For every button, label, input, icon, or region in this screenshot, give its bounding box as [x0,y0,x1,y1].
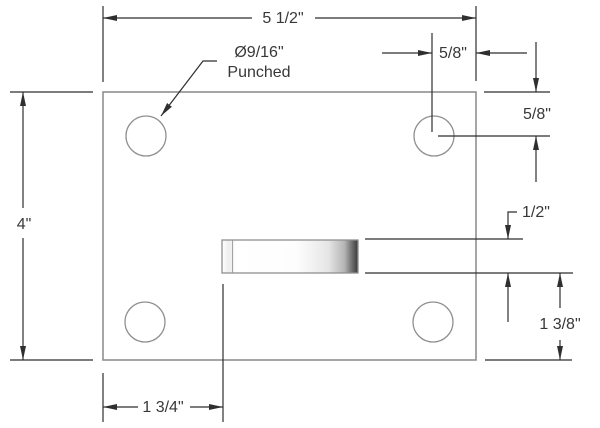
dim-slot-to-bottom: 1 3/8" [485,273,581,361]
hole-callout: Ø9/16" Punched [160,44,291,117]
dim-slot-from-left: 1 3/4" [102,284,224,422]
dim-label-slot-from-left: 1 3/4" [142,399,183,416]
dim-label-hole-offset-right: 5/8" [439,45,467,62]
dim-label-overall-width: 5 1/2" [262,10,303,27]
punched-hole-top-left [125,115,167,157]
dim-label-overall-height: 4" [17,216,32,233]
dim-overall-width: 5 1/2" [102,6,477,82]
dim-label-slot-to-bottom: 1 3/8" [539,316,580,333]
dim-hole-offset-right: 5/8" [382,33,527,132]
part-geometry [102,91,477,361]
dim-label-hole-offset-top: 5/8" [523,106,551,123]
dimension-line-upper [505,211,517,239]
dim-overall-height: 4" [10,91,93,361]
slot-body [221,239,359,274]
dim-label-slot-height: 1/2" [522,204,550,221]
callout-note: Punched [227,64,290,81]
lanced-slot [221,239,359,274]
dim-slot-height: 1/2" [365,204,573,322]
punched-hole-bottom-left [124,301,166,343]
leader-line [160,60,217,117]
punched-hole-bottom-right [412,301,454,343]
callout-diameter: Ø9/16" [234,44,283,61]
plate-outline [102,91,477,361]
dim-hole-offset-top: 5/8" [438,42,551,182]
